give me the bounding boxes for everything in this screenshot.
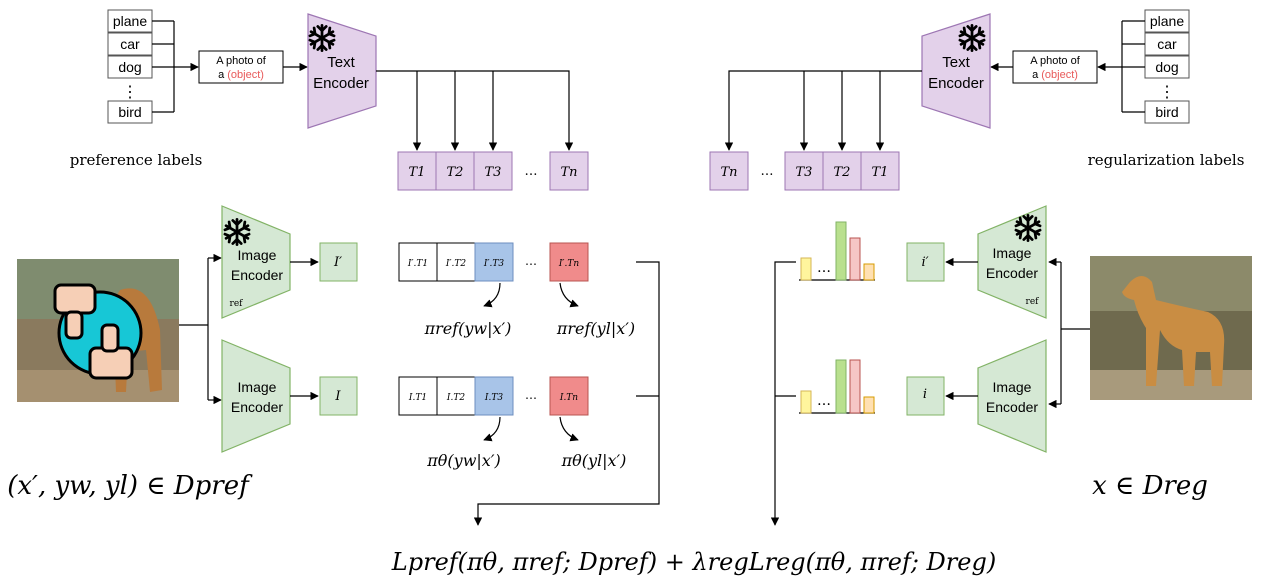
right-prompt-box: A photo of a (object) bbox=[1012, 50, 1098, 84]
ref-histogram: … bbox=[799, 221, 875, 281]
ref-product-3: I′.T3 bbox=[483, 259, 504, 269]
policy-prob-winner: πθ(yw|x′) bbox=[426, 451, 500, 470]
ref-product-1: I′.T1 bbox=[407, 259, 428, 269]
token-t2: T2 bbox=[447, 165, 464, 180]
image-encoder-label-2: Encoder bbox=[986, 399, 1038, 415]
right-input-image bbox=[1090, 256, 1252, 400]
token-t1: T1 bbox=[409, 165, 426, 180]
class-label-dog: dog bbox=[1155, 59, 1178, 75]
image-feature: i bbox=[923, 387, 927, 402]
right-label-bracket bbox=[1097, 20, 1145, 113]
token-ellipsis: … bbox=[525, 164, 538, 179]
ref-product-n: I′.Tn bbox=[558, 259, 579, 269]
left-class-labels: plane car dog ⋮ bird bbox=[107, 9, 153, 124]
histogram-ellipsis: … bbox=[817, 393, 831, 409]
ref-image-encoder-label-1: Image bbox=[238, 247, 277, 263]
regularization-labels-caption: regularization labels bbox=[1088, 151, 1245, 169]
policy-product-row: I.T1 I.T2 I.T3 … I.Tn bbox=[398, 376, 589, 416]
class-label-car: car bbox=[1157, 36, 1177, 52]
text-encoder-label-1: Text bbox=[327, 54, 355, 71]
class-label-bird: bird bbox=[118, 104, 141, 120]
product-2: I.T2 bbox=[446, 393, 465, 403]
token-t2: T2 bbox=[834, 165, 851, 180]
left-prompt-box: A photo of a (object) bbox=[198, 50, 284, 84]
right-token-arrows bbox=[724, 70, 922, 151]
token-t3: T3 bbox=[796, 165, 813, 180]
left-ref-image-encoder: Image Encoder ref bbox=[221, 205, 291, 319]
text-encoder-label-2: Encoder bbox=[313, 75, 369, 92]
ref-image-encoder-label-2: Encoder bbox=[986, 265, 1038, 281]
ref-image-encoder-label-2: Encoder bbox=[231, 267, 283, 283]
ref-image-encoder-label-1: Image bbox=[993, 245, 1032, 261]
left-label-bracket bbox=[152, 20, 199, 113]
histogram-ellipsis: … bbox=[817, 260, 831, 276]
right-image-encoder: Image Encoder bbox=[977, 339, 1047, 453]
class-label-ellipsis: ⋮ bbox=[1159, 84, 1175, 101]
loss-formula: Lpref(πθ, πref; Dpref) + λregLreg(πθ, πr… bbox=[391, 548, 996, 576]
image-encoder-label-1: Image bbox=[238, 379, 277, 395]
product-ellipsis: … bbox=[525, 388, 537, 402]
prompt-text-line1: A photo of bbox=[1030, 55, 1080, 67]
right-image-arrows bbox=[1048, 257, 1090, 409]
ref-product-row: I′.T1 I′.T2 I′.T3 … I′.Tn bbox=[398, 242, 589, 282]
ref-prob-winner: πref(yw|x′) bbox=[424, 319, 512, 338]
token-t3: T3 bbox=[485, 165, 502, 180]
image-encoder-label-2: Encoder bbox=[231, 399, 283, 415]
image-feature: I bbox=[334, 389, 341, 404]
prompt-text-line1: A photo of bbox=[216, 55, 266, 67]
product-3: I.T3 bbox=[484, 393, 503, 403]
token-t1: T1 bbox=[872, 165, 889, 180]
right-loss-connector bbox=[770, 261, 796, 526]
token-tn: Tn bbox=[720, 165, 737, 180]
image-feature-ref: i′ bbox=[921, 255, 928, 270]
policy-histogram: … bbox=[799, 359, 875, 414]
ref-subscript: ref bbox=[1026, 297, 1040, 307]
policy-prob-loser: πθ(yl|x′) bbox=[561, 451, 627, 470]
token-tn: Tn bbox=[560, 165, 577, 180]
left-text-tokens: T1 T2 T3 … Tn bbox=[397, 151, 589, 191]
ref-product-ellipsis: … bbox=[525, 254, 537, 268]
class-label-plane: plane bbox=[113, 13, 147, 29]
text-encoder-label-2: Encoder bbox=[928, 75, 984, 92]
thumbs-up-down-icon bbox=[53, 283, 143, 380]
prompt-text-line2: a (object) bbox=[1032, 69, 1078, 81]
product-1: I.T1 bbox=[408, 393, 427, 403]
prompt-text-line2: a (object) bbox=[218, 69, 264, 81]
left-loss-connector bbox=[473, 261, 660, 526]
image-feature-ref: I′ bbox=[333, 255, 342, 270]
left-text-encoder: Text Encoder bbox=[307, 13, 377, 129]
class-label-plane: plane bbox=[1150, 13, 1184, 29]
right-text-encoder: Text Encoder bbox=[921, 13, 991, 129]
right-ref-image-encoder: Image Encoder ref bbox=[977, 205, 1047, 319]
ref-subscript: ref bbox=[230, 299, 244, 309]
right-text-tokens: Tn … T3 T2 T1 bbox=[709, 151, 900, 191]
left-token-arrows bbox=[376, 70, 574, 151]
product-n: I.Tn bbox=[559, 393, 578, 403]
preference-dataset-label: (x′, yw, yl) ∈ Dpref bbox=[7, 471, 253, 501]
preference-labels-caption: preference labels bbox=[70, 151, 203, 169]
class-label-dog: dog bbox=[118, 59, 141, 75]
regularization-dataset-label: x ∈ Dreg bbox=[1092, 471, 1208, 501]
left-image-arrows bbox=[179, 253, 222, 405]
class-label-ellipsis: ⋮ bbox=[122, 84, 138, 101]
left-input-image bbox=[17, 259, 179, 402]
image-encoder-label-1: Image bbox=[993, 379, 1032, 395]
right-class-labels: plane car dog ⋮ bird bbox=[1144, 9, 1190, 124]
token-ellipsis: … bbox=[761, 164, 774, 179]
text-encoder-label-1: Text bbox=[942, 54, 970, 71]
class-label-car: car bbox=[120, 36, 140, 52]
class-label-bird: bird bbox=[1155, 104, 1178, 120]
left-image-encoder: Image Encoder bbox=[221, 339, 291, 453]
ref-product-2: I′.T2 bbox=[445, 259, 466, 269]
ref-prob-loser: πref(yl|x′) bbox=[556, 319, 635, 338]
